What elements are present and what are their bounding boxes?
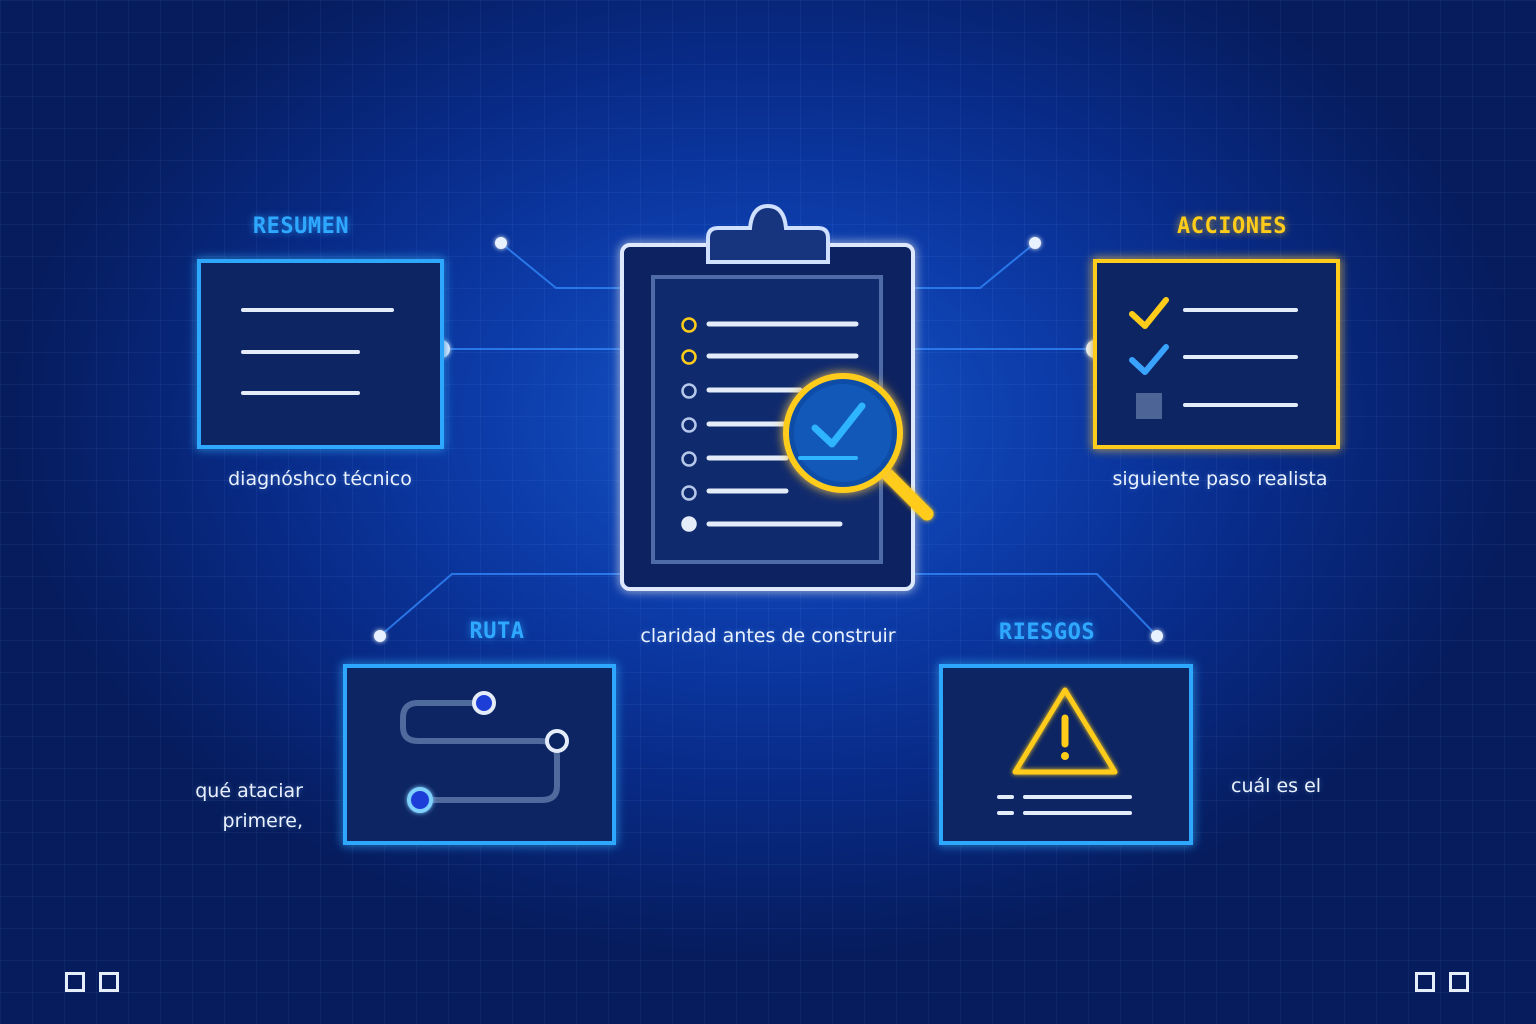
checklist-icon [1129,297,1298,419]
ruta-caption: qué ataciar primere, [150,776,303,836]
connector-dot [1029,237,1041,249]
connector-ruta [379,573,620,637]
connector-dot [374,630,386,642]
riesgos-heading: RIESGOS [998,620,1096,645]
clipboard-lines [706,321,859,527]
riesgos-card [939,664,1193,845]
square-outline-icon [1415,972,1435,992]
square-outline-icon [1449,972,1469,992]
resumen-card [197,259,444,449]
clipboard-checklist-icon [620,203,934,591]
check-gold-icon [1129,297,1169,329]
center-caption: claridad antes de construir [640,625,896,647]
acciones-caption: siguiente paso realista [1112,468,1328,490]
resumen-heading: RESUMEN [252,214,350,239]
acciones-heading: ACCIONES [1177,214,1287,239]
clipboard-bullets [681,317,697,532]
resumen-caption: diagnóshco técnico [228,468,412,490]
document-lines-icon [241,308,394,395]
connector-riesgos [915,573,1158,637]
connector-dot [1151,630,1163,642]
square-outline-icon [65,972,85,992]
check-blue-icon [1129,344,1169,375]
ruta-heading: RUTA [469,619,525,644]
connector-lines [379,242,1158,637]
route-path-icon [400,691,569,813]
ruta-card [343,664,616,845]
warning-triangle-icon [1012,687,1118,775]
corner-icons-right [1415,972,1469,992]
connector-dot [495,237,507,249]
ruta-caption-line: qué ataciar [195,780,303,802]
connector-resumen-top [500,242,620,289]
corner-icons-left [65,972,119,992]
riesgos-caption: cuál es el [1231,775,1322,797]
empty-box-icon [1136,393,1162,419]
riesgos-lines [997,795,1132,815]
magnifying-glass-check-icon [783,373,934,521]
square-outline-icon [99,972,119,992]
connector-acciones-top [915,242,1036,289]
ruta-caption-line: primere, [222,810,303,832]
acciones-card [1093,259,1340,449]
